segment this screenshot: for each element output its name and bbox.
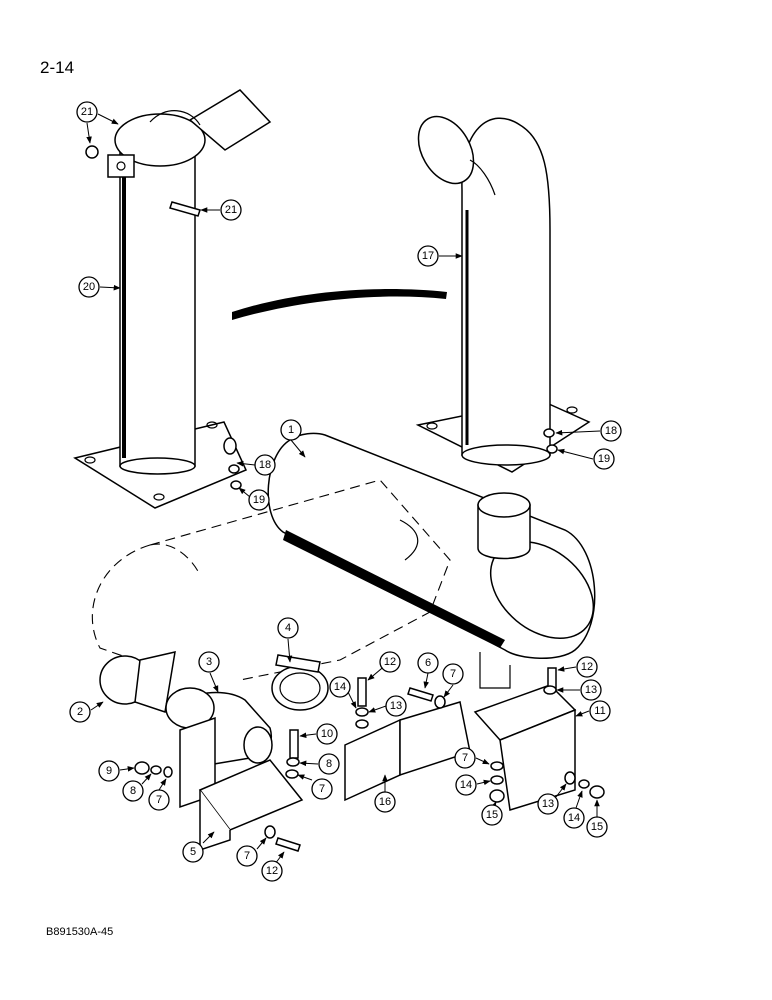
svg-text:7: 7	[319, 783, 325, 795]
muffler-support-bracket-left	[344, 701, 471, 802]
callout-19a: 19	[238, 487, 270, 511]
callout-18a: 18	[236, 454, 276, 476]
svg-text:4: 4	[285, 622, 291, 634]
svg-text:7: 7	[156, 794, 162, 806]
svg-text:19: 19	[253, 494, 265, 506]
hardware-washers-nuts	[134, 685, 605, 839]
option-divider	[232, 289, 447, 320]
callout-12c: 12	[261, 851, 285, 882]
callout-16: 16	[374, 774, 396, 813]
callout-13a: 13	[368, 695, 407, 717]
callout-13c: 13	[537, 783, 567, 815]
callout-19b: 19	[557, 448, 615, 470]
alternate-muffler-outline	[91, 479, 451, 681]
straight-exhaust-stack	[73, 89, 272, 509]
svg-text:13: 13	[585, 684, 597, 696]
svg-text:12: 12	[266, 865, 278, 877]
svg-text:19: 19	[598, 453, 610, 465]
svg-text:7: 7	[462, 752, 468, 764]
callout-12b: 12	[557, 656, 598, 678]
callout-5: 5	[182, 831, 215, 863]
callout-3: 3	[198, 651, 220, 693]
callout-12a: 12	[367, 651, 401, 681]
svg-text:13: 13	[542, 798, 554, 810]
svg-text:8: 8	[326, 758, 332, 770]
svg-text:10: 10	[321, 728, 333, 740]
callout-14a: 14	[329, 676, 357, 709]
svg-text:9: 9	[106, 765, 112, 777]
drawing-code: B891530A-45	[46, 926, 114, 938]
callout-6: 6	[417, 652, 439, 689]
svg-text:2: 2	[77, 706, 83, 718]
hose-clamp	[271, 654, 329, 711]
svg-text:20: 20	[83, 281, 95, 293]
callout-7e: 7	[236, 837, 267, 867]
callout-7b: 7	[148, 778, 170, 811]
callout-21b: 21	[200, 199, 242, 221]
cap-bolt	[169, 201, 201, 217]
callout-8b: 8	[299, 753, 340, 775]
callout-9: 9	[98, 760, 135, 782]
callout-14c: 14	[563, 790, 585, 829]
callout-7d: 7	[454, 747, 490, 769]
hardware-bolts	[275, 667, 557, 852]
svg-text:12: 12	[581, 661, 593, 673]
callout-7a: 7	[442, 663, 464, 698]
svg-text:14: 14	[334, 681, 346, 693]
callout-1: 1	[280, 419, 306, 458]
callout-11: 11	[575, 700, 611, 722]
muffler	[267, 432, 596, 689]
svg-text:18: 18	[259, 459, 271, 471]
muffler-support-bracket-right	[473, 684, 577, 811]
callout-21a: 21	[76, 101, 119, 144]
svg-text:7: 7	[244, 850, 250, 862]
curved-exhaust-stack	[415, 115, 591, 473]
svg-text:16: 16	[379, 796, 391, 808]
svg-text:14: 14	[568, 812, 580, 824]
svg-text:14: 14	[460, 779, 472, 791]
svg-text:21: 21	[225, 204, 237, 216]
svg-text:8: 8	[130, 785, 136, 797]
callout-18b: 18	[555, 420, 622, 442]
svg-text:1: 1	[288, 424, 294, 436]
stack-washer-nut-left	[223, 437, 242, 490]
page-number: 2-14	[40, 58, 75, 77]
svg-text:3: 3	[206, 656, 212, 668]
svg-text:18: 18	[605, 425, 617, 437]
svg-text:5: 5	[190, 846, 196, 858]
callout-8a: 8	[122, 773, 152, 802]
callout-13b: 13	[556, 679, 602, 701]
callout-15a: 15	[481, 801, 503, 826]
cap-nut	[85, 145, 99, 159]
svg-text:12: 12	[384, 656, 396, 668]
svg-text:15: 15	[591, 821, 603, 833]
callout-14b: 14	[455, 774, 491, 796]
svg-text:7: 7	[450, 668, 456, 680]
svg-text:6: 6	[425, 657, 431, 669]
callout-2: 2	[69, 701, 104, 723]
callout-7c: 7	[297, 774, 333, 800]
svg-text:17: 17	[422, 250, 434, 262]
callout-15b: 15	[586, 799, 608, 838]
callout-20: 20	[78, 276, 121, 298]
svg-text:15: 15	[486, 809, 498, 821]
svg-text:13: 13	[390, 700, 402, 712]
callout-17: 17	[417, 245, 463, 267]
elbow-bracket	[179, 716, 304, 852]
callout-4: 4	[277, 617, 299, 663]
stack-washer-nut-right	[543, 428, 558, 454]
svg-text:11: 11	[594, 705, 605, 717]
svg-text:21: 21	[81, 106, 93, 118]
callout-10: 10	[299, 723, 338, 745]
